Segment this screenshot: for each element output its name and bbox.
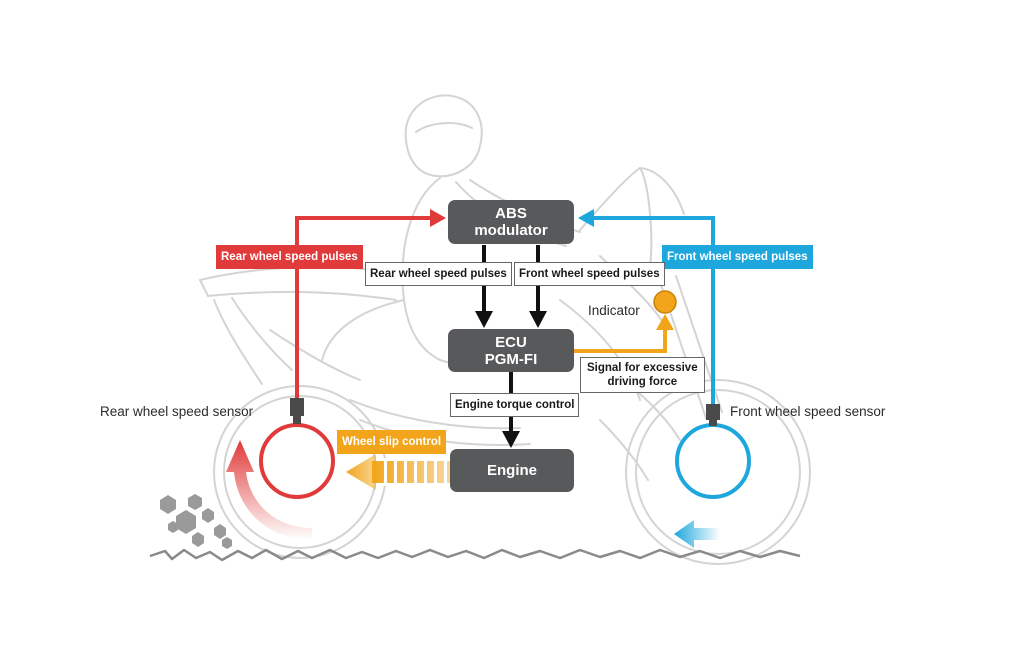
abs-modulator-node: ABS modulator	[448, 200, 574, 244]
front-signal-arrowhead	[578, 209, 594, 227]
ecu-line2: PGM-FI	[484, 350, 538, 368]
engine-node: Engine	[450, 449, 574, 492]
engine-torque-label: Engine torque control	[450, 393, 580, 417]
gravel-debris	[160, 494, 232, 549]
engine-label: Engine	[486, 462, 537, 479]
ecu-engine-arrow	[502, 431, 520, 448]
rear-sensor-icon	[290, 398, 304, 424]
front-wheel-ring	[675, 423, 751, 499]
signal-arrowhead	[656, 314, 674, 330]
front-pulses-center-label: Front wheel speed pulses	[514, 262, 665, 286]
abs-line1: ABS	[495, 205, 527, 222]
rear-signal-line	[295, 216, 432, 398]
rear-rotation-arrow	[226, 440, 312, 540]
ground-line	[149, 548, 801, 562]
abs-line2: modulator	[474, 222, 548, 239]
signal-label: Signal for excessive driving force	[580, 357, 705, 393]
front-sensor-icon	[706, 404, 720, 426]
wheel-slip-arrow	[346, 454, 450, 490]
front-rotation-arrow	[674, 520, 720, 548]
signal-line	[574, 328, 667, 353]
wheel-slip-tag: Wheel slip control	[337, 430, 447, 454]
rear-signal-arrowhead	[430, 209, 446, 227]
rear-wheel-ring	[259, 423, 335, 499]
front-signal-line	[592, 216, 715, 404]
ecu-line1: ECU	[495, 333, 527, 351]
front-sensor-label: Front wheel speed sensor	[730, 404, 886, 419]
rear-pulses-center-label: Rear wheel speed pulses	[365, 262, 512, 286]
rear-sensor-label: Rear wheel speed sensor	[100, 404, 254, 419]
signal-label-line1: Signal for excessive	[587, 362, 698, 374]
abs-ecu-arrow-left	[475, 311, 493, 328]
rear-pulses-tag: Rear wheel speed pulses	[216, 245, 363, 269]
abs-ecu-arrow-right	[529, 311, 547, 328]
ecu-node: ECU PGM-FI	[448, 329, 574, 372]
signal-label-line2: driving force	[607, 376, 678, 388]
indicator-label: Indicator	[588, 303, 640, 318]
front-pulses-tag: Front wheel speed pulses	[662, 245, 813, 269]
indicator-light-icon	[653, 290, 677, 314]
